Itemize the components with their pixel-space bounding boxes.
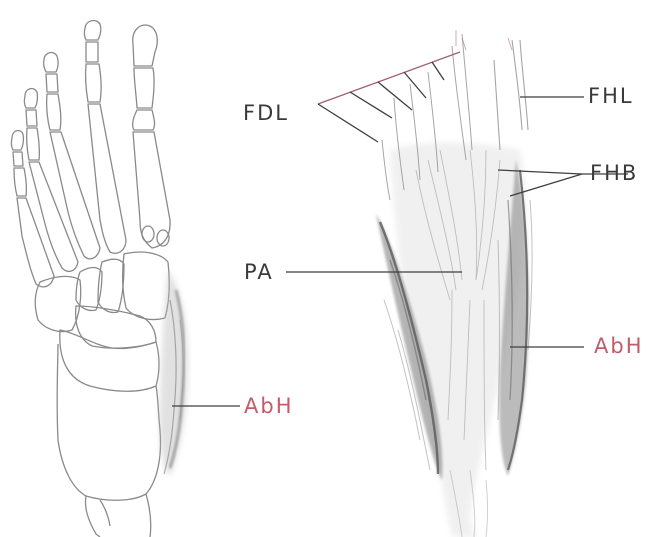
fourth-toe-bones	[24, 89, 78, 272]
talus-calcaneus	[57, 330, 160, 537]
fifth-toe-bones	[11, 131, 54, 287]
label-fhl: FHL	[588, 86, 634, 107]
foot-skeleton	[11, 21, 170, 537]
label-fhb: FHB	[590, 163, 638, 184]
fhl-tendon	[494, 40, 528, 150]
label-fdl: FDL	[243, 103, 289, 124]
label-abh-right: AbH	[594, 336, 644, 357]
left-abductor-hallucis-muscle	[159, 270, 188, 476]
plantar-muscles	[376, 30, 532, 537]
hallux-bones	[133, 25, 171, 248]
third-toe-bones	[44, 53, 100, 259]
label-pa: PA	[244, 262, 274, 283]
label-abh-left: AbH	[244, 396, 294, 417]
tarsal-bones	[35, 252, 169, 348]
